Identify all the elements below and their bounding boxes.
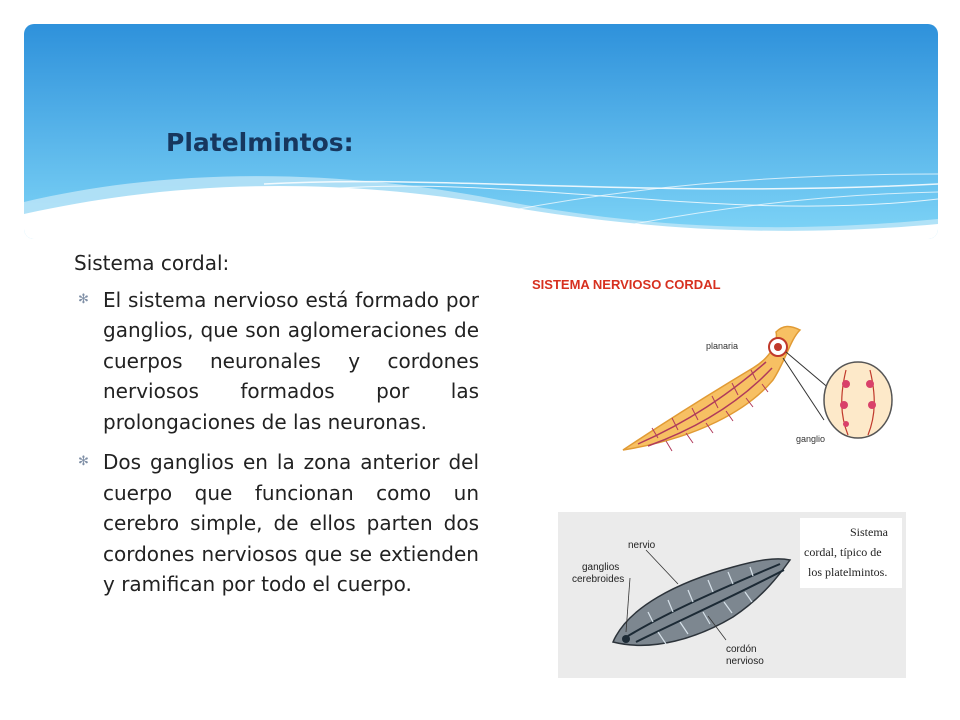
label-nervio: nervio [628, 540, 656, 551]
bullet-text: Dos ganglios en la zona anterior del cue… [103, 450, 479, 596]
planaria-diagram: SISTEMA NERVIOSO CORDAL planaria ganglio [528, 270, 918, 465]
bullet-item: ✻ Dos ganglios en la zona anterior del c… [74, 447, 479, 600]
figure-heading: SISTEMA NERVIOSO CORDAL [532, 277, 721, 292]
header-banner: Platelmintos: [24, 24, 938, 239]
caption-line-3: los platelmintos. [808, 565, 887, 579]
header-wave-graphic [24, 24, 938, 239]
textbook-diagram: nervio ganglios cerebroides cordón nervi… [558, 512, 906, 678]
planaria-illustration: SISTEMA NERVIOSO CORDAL planaria ganglio [532, 277, 893, 452]
label-ganglio: ganglio [796, 434, 825, 444]
label-ganglios: ganglios [582, 562, 619, 573]
label-cordon: cordón [726, 644, 757, 655]
bullet-text: El sistema nervioso está formado por gan… [103, 287, 479, 434]
caption-line-1: Sistema [850, 525, 889, 539]
content-column: Sistema cordal: ✻ El sistema nervioso es… [74, 248, 479, 610]
section-title: Sistema cordal: [74, 251, 230, 275]
label-planaria: planaria [706, 341, 738, 351]
label-cerebroides: cerebroides [572, 574, 624, 585]
label-nervioso: nervioso [726, 656, 764, 667]
page-title: Platelmintos: [166, 128, 354, 157]
bullet-icon: ✻ [78, 291, 89, 307]
bullet-item: ✻ El sistema nervioso está formado por g… [74, 285, 479, 438]
caption-line-2: cordal, típico de [804, 545, 882, 559]
bullet-icon: ✻ [78, 454, 89, 469]
flatworm-illustration: nervio ganglios cerebroides cordón nervi… [558, 512, 906, 678]
